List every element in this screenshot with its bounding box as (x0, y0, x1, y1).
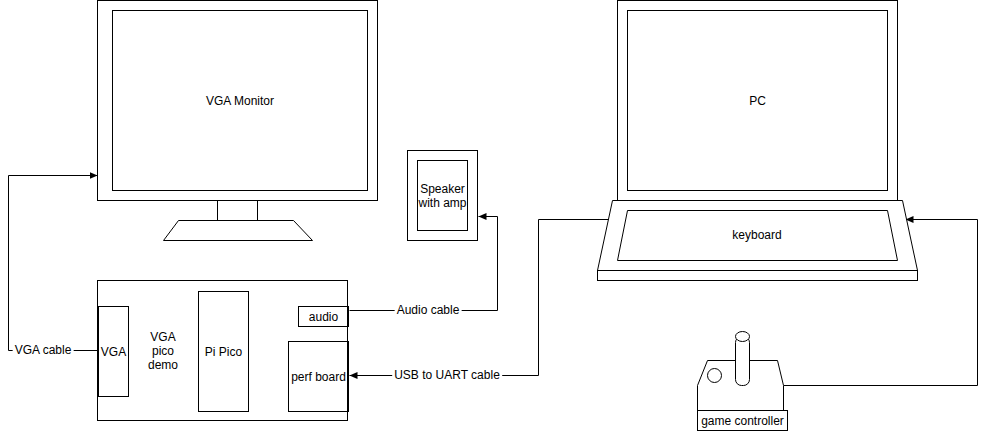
text-area: VGA (99, 307, 128, 396)
device-box: VGA pico demo VGA Pi Pico audio perf board (97, 280, 348, 421)
node-label: Speaker with amp (418, 182, 467, 210)
text-area: perf board (289, 342, 348, 411)
node-label: keyboard (732, 228, 781, 242)
cable-connector (9, 176, 99, 351)
fire-button (708, 369, 722, 383)
cable-connector (350, 220, 613, 376)
screen-area: VGA Monitor (112, 10, 368, 191)
device-box: Speaker with amp (407, 150, 478, 241)
text-area: audio (299, 307, 348, 326)
node-label: perf board (291, 370, 346, 384)
component-box: Pi Pico (198, 291, 249, 412)
node-label: Pi Pico (205, 345, 242, 359)
keyboard-outline (618, 211, 898, 261)
node-label: VGA Monitor (206, 94, 274, 108)
text-area: game controller (697, 410, 788, 431)
monitor-base (164, 221, 313, 241)
text-area: keyboard (627, 210, 887, 260)
laptop-edge (598, 271, 918, 281)
component-box: audio (298, 306, 349, 327)
device-box: VGA Monitor (97, 0, 378, 201)
node-label: VGA (101, 345, 126, 359)
node-label: VGA pico demo (138, 330, 188, 372)
device-box: PC (617, 0, 898, 201)
cable-label: Audio cable (395, 303, 462, 317)
node-label: PC (749, 94, 766, 108)
screen-area: PC (627, 10, 888, 191)
monitor-neck (218, 201, 258, 221)
component-box: VGA (98, 306, 129, 397)
screen-area: Speaker with amp (417, 160, 468, 231)
cable-label: USB to UART cable (392, 368, 502, 382)
joystick-top (736, 332, 750, 342)
device-box: game controller (697, 328, 788, 431)
text-area: VGA pico demo (138, 311, 188, 391)
cable-label: VGA cable (13, 343, 74, 357)
joystick-stick (736, 337, 750, 386)
text-area: Pi Pico (199, 292, 248, 411)
laptop-base (598, 201, 918, 271)
controller-label-box (698, 411, 788, 431)
device-box: keyboard (597, 200, 918, 281)
component-box: perf board (288, 341, 349, 412)
node-label: game controller (701, 414, 784, 428)
node-label: audio (309, 310, 338, 324)
